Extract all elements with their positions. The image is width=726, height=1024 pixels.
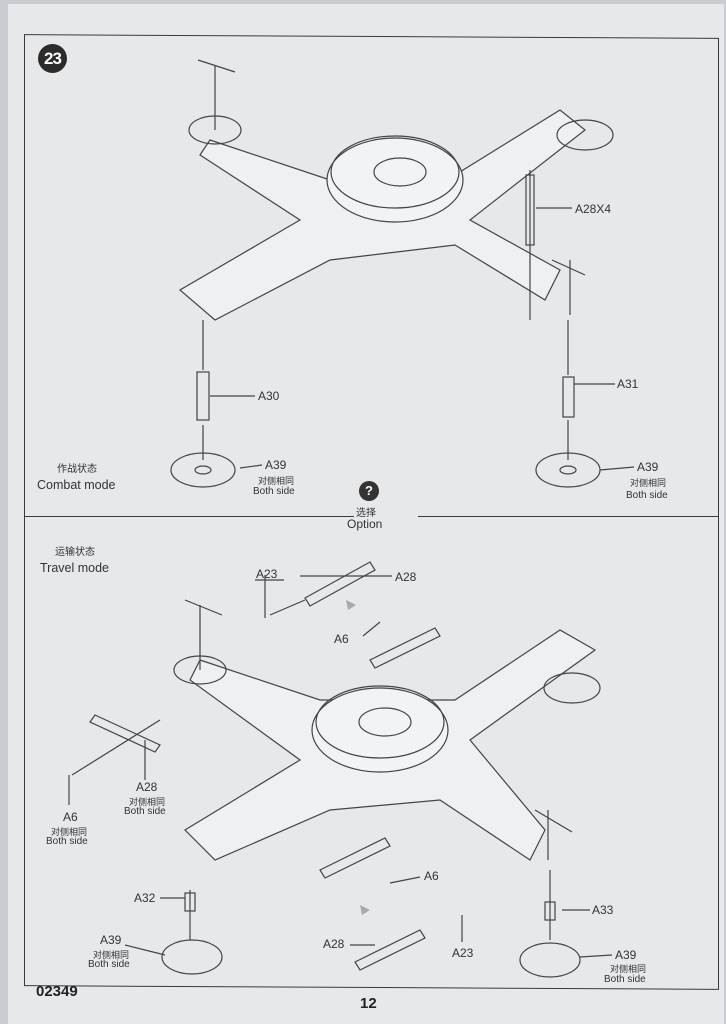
part-label-A6-center: A6 bbox=[424, 869, 439, 883]
note-en: Both side bbox=[604, 974, 646, 985]
part-label-A23-bottom: A23 bbox=[452, 946, 474, 960]
part-label-A39-left: A39 bbox=[265, 458, 287, 472]
note-cn: 对侧相同 bbox=[93, 950, 130, 960]
part-label-A39-right: A39 bbox=[637, 460, 659, 474]
part-label-A28-left: A28 bbox=[136, 780, 158, 794]
combat-mode-en: Combat mode bbox=[37, 478, 116, 492]
part-label-A28X4: A28X4 bbox=[575, 202, 612, 216]
part-label-A28-top: A28 bbox=[395, 570, 417, 584]
combat-frame-drawing bbox=[170, 59, 635, 488]
note-en: Both side bbox=[253, 486, 295, 497]
page-number: 12 bbox=[360, 995, 377, 1012]
note-cn: 对侧相同 bbox=[610, 964, 647, 974]
product-code: 02349 bbox=[36, 983, 78, 1000]
note-cn: 对侧相同 bbox=[51, 827, 88, 837]
step-number-badge: 23 bbox=[38, 44, 67, 73]
option-label-cn: 选择 bbox=[356, 508, 376, 519]
note-en: Both side bbox=[88, 959, 130, 970]
note-en: Both side bbox=[124, 806, 166, 817]
combat-mode-cn: 作战状态 bbox=[57, 464, 97, 475]
part-label-A28-bottom: A28 bbox=[323, 937, 345, 951]
part-label-A32: A32 bbox=[134, 891, 156, 905]
part-label-A30: A30 bbox=[258, 389, 280, 403]
part-label-A23-top: A23 bbox=[256, 567, 278, 581]
part-label-A31: A31 bbox=[617, 377, 639, 391]
note-cn: 对侧相同 bbox=[258, 476, 295, 486]
question-mark-icon: ? bbox=[359, 481, 379, 501]
note-en: Both side bbox=[626, 490, 668, 501]
part-label-A39-right: A39 bbox=[615, 948, 637, 962]
note-en: Both side bbox=[46, 836, 88, 847]
travel-frame-drawing bbox=[68, 561, 613, 978]
part-label-A33: A33 bbox=[592, 903, 614, 917]
part-label-A6-top: A6 bbox=[334, 632, 349, 646]
travel-mode-cn: 运输状态 bbox=[55, 547, 95, 558]
part-label-A39-left: A39 bbox=[100, 933, 122, 947]
option-label-en: Option bbox=[347, 517, 383, 531]
note-cn: 对侧相同 bbox=[630, 478, 667, 488]
part-label-A6-left: A6 bbox=[63, 810, 78, 824]
section-divider bbox=[24, 513, 719, 521]
travel-mode-en: Travel mode bbox=[40, 561, 110, 575]
note-cn: 对侧相同 bbox=[129, 797, 166, 807]
